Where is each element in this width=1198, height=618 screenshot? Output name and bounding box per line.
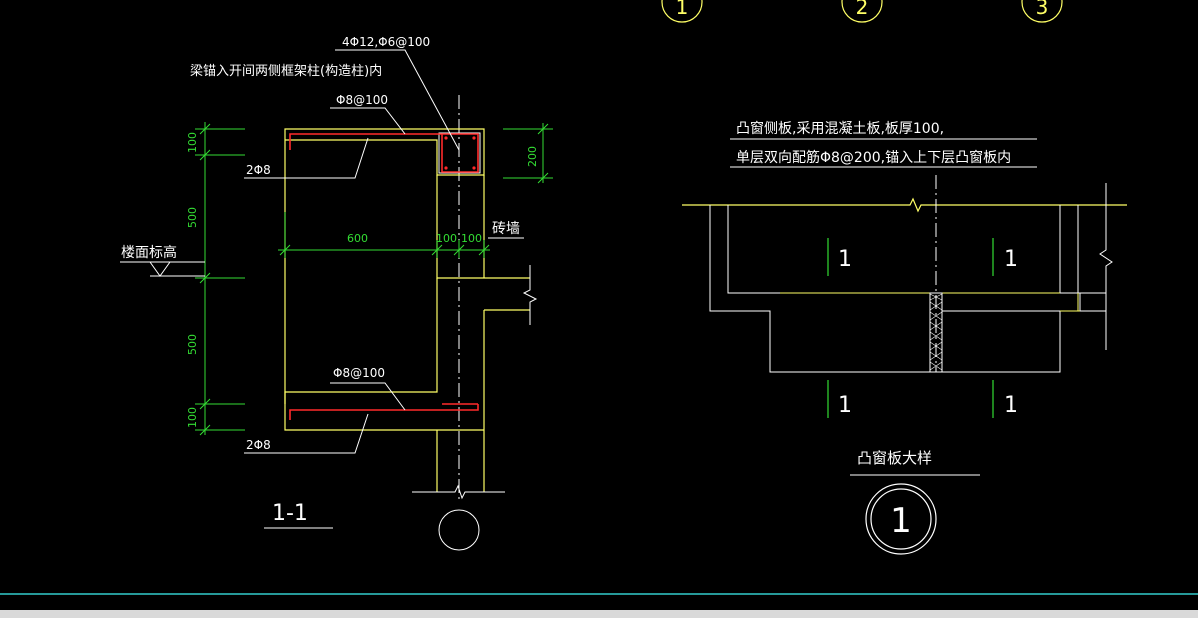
axis-label-3: 3 [1036, 0, 1049, 19]
detail-number: 1 [890, 501, 912, 541]
section-1-1: 梁锚入开间两侧框架柱(构造柱)内 4Φ12,Φ6@100 Φ8@100 2Φ8 … [120, 35, 553, 551]
top-rebar-label: 4Φ12,Φ6@100 [342, 35, 430, 49]
dim-500-upper: 500 [186, 207, 199, 228]
window-board-detail: 凸窗侧板,采用混凝土板,板厚100, 单层双向配筋Φ8@200,锚入上下层凸窗板… [682, 120, 1127, 555]
axis-label-1: 1 [676, 0, 689, 19]
axis-bubbles [661, 0, 1063, 23]
axis-bubble-1 [661, 0, 703, 23]
axis-bubble-3 [1021, 0, 1063, 23]
rebar-lines [289, 133, 479, 420]
detail-yellow-lines [780, 292, 1080, 312]
beam-anchor-note: 梁锚入开间两侧框架柱(构造柱)内 [190, 63, 382, 79]
rebar-dots [444, 136, 476, 170]
side-board-hatch [929, 292, 943, 373]
axis-label-2: 2 [856, 0, 869, 19]
detail-note-line1: 凸窗侧板,采用混凝土板,板厚100, [736, 120, 944, 137]
dim-100-a: 100 [436, 232, 457, 245]
cut-mark-tr: 1 [1004, 247, 1018, 272]
lower-bar-label: 2Φ8 [246, 438, 271, 452]
dim-100-b: 100 [461, 232, 482, 245]
floor-level-label: 楼面标高 [121, 244, 177, 261]
top-slab-line [682, 197, 1127, 213]
dim-500-lower: 500 [186, 334, 199, 355]
detail-note-line2: 单层双向配筋Φ8@200,锚入上下层凸窗板内 [736, 149, 1011, 166]
upper-stirrup-label: Φ8@100 [336, 93, 388, 107]
dim-600: 600 [347, 232, 368, 245]
axis-bubble-2 [841, 0, 883, 23]
brick-wall-label: 砖墙 [492, 221, 520, 237]
lower-stirrup-label: Φ8@100 [333, 366, 385, 380]
beam-section [438, 132, 481, 174]
dimension-lines [195, 122, 553, 436]
leader-lines [120, 49, 524, 551]
cut-mark-bl: 1 [838, 393, 852, 418]
detail-bubble [865, 483, 937, 555]
concrete-outline [284, 128, 530, 492]
cut-mark-br: 1 [1004, 393, 1018, 418]
note-underlines [730, 138, 1037, 168]
dim-100-top: 100 [186, 132, 199, 153]
status-strip [0, 610, 1198, 618]
detail-title: 凸窗板大样 [857, 449, 932, 467]
section-title: 1-1 [272, 501, 308, 526]
dim-200: 200 [526, 146, 539, 167]
cut-mark-lines [827, 238, 994, 418]
cut-mark-tl: 1 [838, 247, 852, 272]
upper-bar-label: 2Φ8 [246, 163, 271, 177]
dim-100-bottom: 100 [186, 407, 199, 428]
break-lines [412, 265, 538, 500]
